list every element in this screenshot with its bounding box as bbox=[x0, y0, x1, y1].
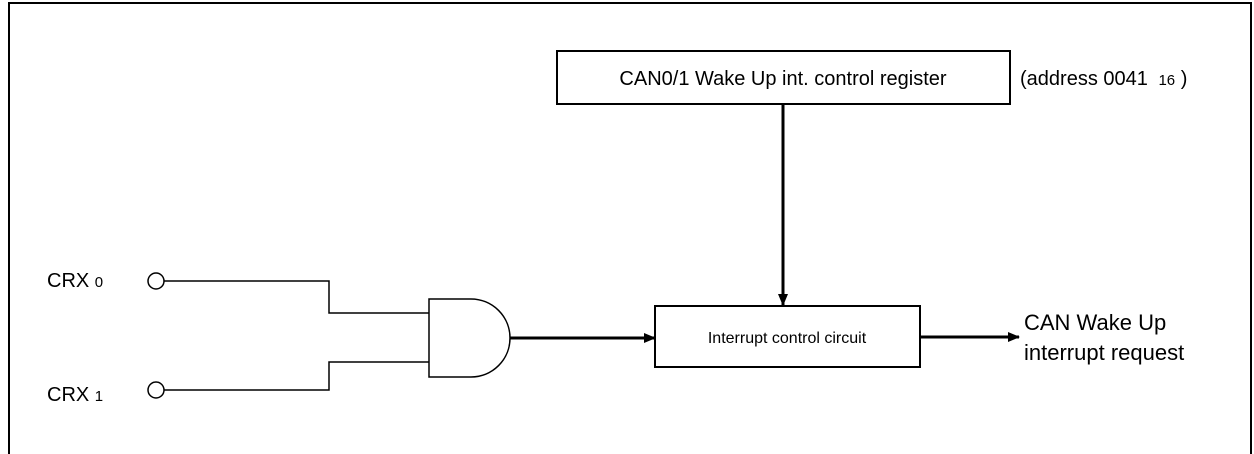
diagram-frame bbox=[8, 2, 1252, 454]
output-label-line1: CAN Wake Up bbox=[1024, 310, 1166, 335]
input-crx0-wire bbox=[164, 280, 429, 314]
input-crx0-base: CRX bbox=[47, 270, 89, 292]
register-address-prefix: (address 0041 bbox=[1020, 68, 1148, 90]
input-crx1-subscript: 1 bbox=[95, 388, 103, 405]
and-gate-symbol bbox=[428, 298, 511, 378]
input-crx1-terminal bbox=[147, 381, 165, 399]
register-address-subscript: 16 bbox=[1158, 72, 1175, 89]
input-crx1-label: CRX 1 bbox=[47, 384, 103, 406]
register-address-suffix: ) bbox=[1181, 68, 1188, 90]
input-crx1-wire bbox=[164, 361, 429, 391]
interrupt-control-circuit-label: Interrupt control circuit bbox=[708, 330, 867, 347]
register-box-label: CAN0/1 Wake Up int. control register bbox=[619, 68, 946, 90]
input-crx0-label: CRX 0 bbox=[47, 270, 103, 292]
input-crx1-base: CRX bbox=[47, 384, 89, 406]
register-address: (address 0041 16 ) bbox=[1020, 68, 1187, 90]
input-crx0-terminal bbox=[147, 272, 165, 290]
input-crx0-subscript: 0 bbox=[95, 274, 103, 291]
output-label-line2: interrupt request bbox=[1024, 340, 1184, 365]
